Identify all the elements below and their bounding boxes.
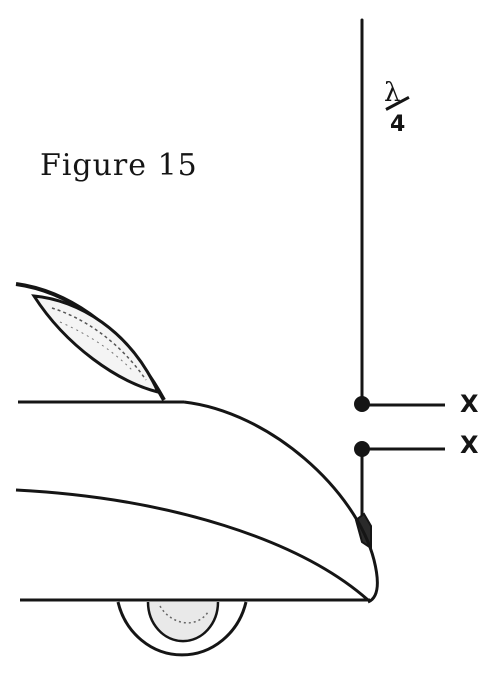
body-crease-line	[15, 488, 369, 602]
rear-window-glass	[31, 294, 161, 395]
fraction-denominator: 4	[390, 112, 406, 137]
wavelength-symbol: λ	[384, 78, 401, 108]
terminal-label-bottom: X	[460, 431, 479, 459]
rear-wheel-hubcap	[146, 601, 220, 643]
terminal-label-top: X	[460, 390, 479, 418]
rear-fender-outline	[183, 400, 379, 604]
figure-title: Figure 15	[40, 148, 198, 183]
rear-window-reflection	[51, 307, 147, 381]
antenna-length-label: λ 4	[380, 80, 420, 150]
rear-wheel-hub-detail	[159, 605, 209, 624]
